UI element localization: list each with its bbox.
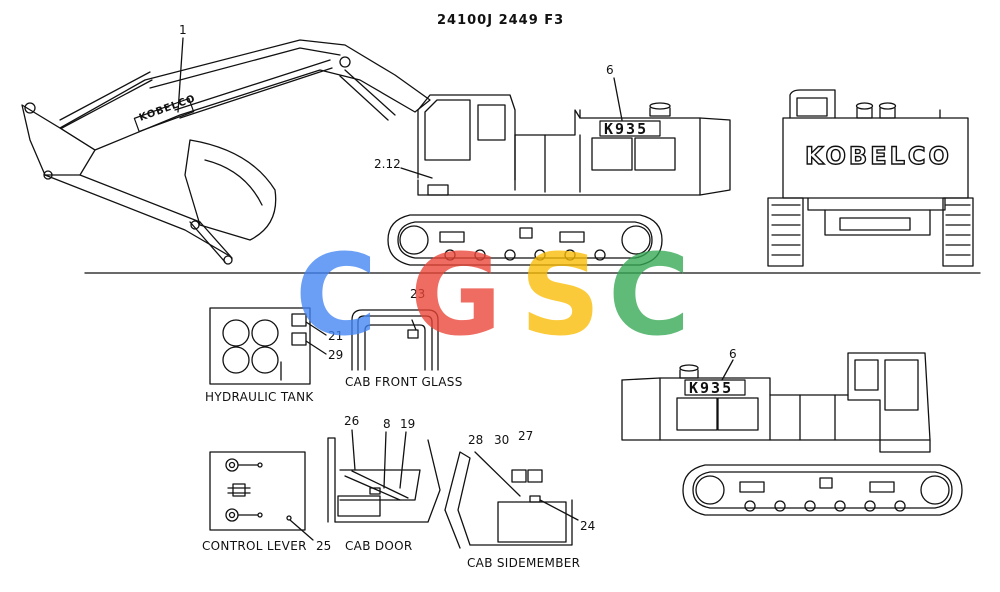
track-rollers	[444, 249, 606, 261]
caption-control-lever: CONTROL LEVER	[202, 539, 307, 553]
caption-hydraulic-tank: HYDRAULIC TANK	[205, 390, 314, 404]
boom-decal	[133, 97, 195, 133]
cab-front-glass-detail	[351, 309, 439, 371]
excavator-rear-view	[767, 89, 974, 267]
watermark-letter-g: G	[410, 231, 502, 361]
caption-cab-front-glass: CAB FRONT GLASS	[345, 375, 463, 389]
cab-door-detail	[327, 429, 441, 523]
callout-24: 24	[580, 519, 596, 533]
callout-19: 19	[400, 417, 416, 431]
callout-28: 28	[468, 433, 484, 447]
model-badge-side	[599, 120, 661, 137]
watermark-letter-c1: C	[295, 231, 378, 361]
callout-26: 26	[344, 414, 360, 428]
callout-6-right: 6	[729, 347, 737, 361]
hydraulic-tank-detail	[209, 307, 327, 385]
callout-30: 30	[494, 433, 510, 447]
model-badge-right-text: K935	[689, 379, 734, 397]
callout-21: 21	[328, 329, 344, 343]
callout-29: 29	[328, 348, 344, 362]
callout-8: 8	[383, 417, 391, 431]
callout-23: 23	[410, 287, 426, 301]
cab-sidemember-detail	[444, 451, 579, 549]
callout-27: 27	[518, 429, 534, 443]
model-badge-right	[684, 379, 746, 396]
callout-25: 25	[316, 539, 332, 553]
model-badge-side-text: K935	[604, 120, 649, 138]
excavator-side-view	[21, 37, 731, 266]
rear-brand-label: KOBELCO	[804, 142, 952, 170]
caption-cab-sidemember: CAB SIDEMEMBER	[467, 556, 581, 570]
control-lever-detail	[209, 451, 314, 541]
watermark-letter-s: S	[520, 231, 601, 361]
caption-cab-door: CAB DOOR	[345, 539, 413, 553]
callout-6-top: 6	[606, 63, 614, 77]
part-number: 24100J 2449 F3	[437, 13, 565, 28]
callout-1: 1	[179, 23, 187, 37]
callout-2-12: 2.12	[374, 157, 401, 171]
watermark-letter-c2: C	[608, 231, 691, 361]
excavator-right-view	[621, 352, 963, 516]
